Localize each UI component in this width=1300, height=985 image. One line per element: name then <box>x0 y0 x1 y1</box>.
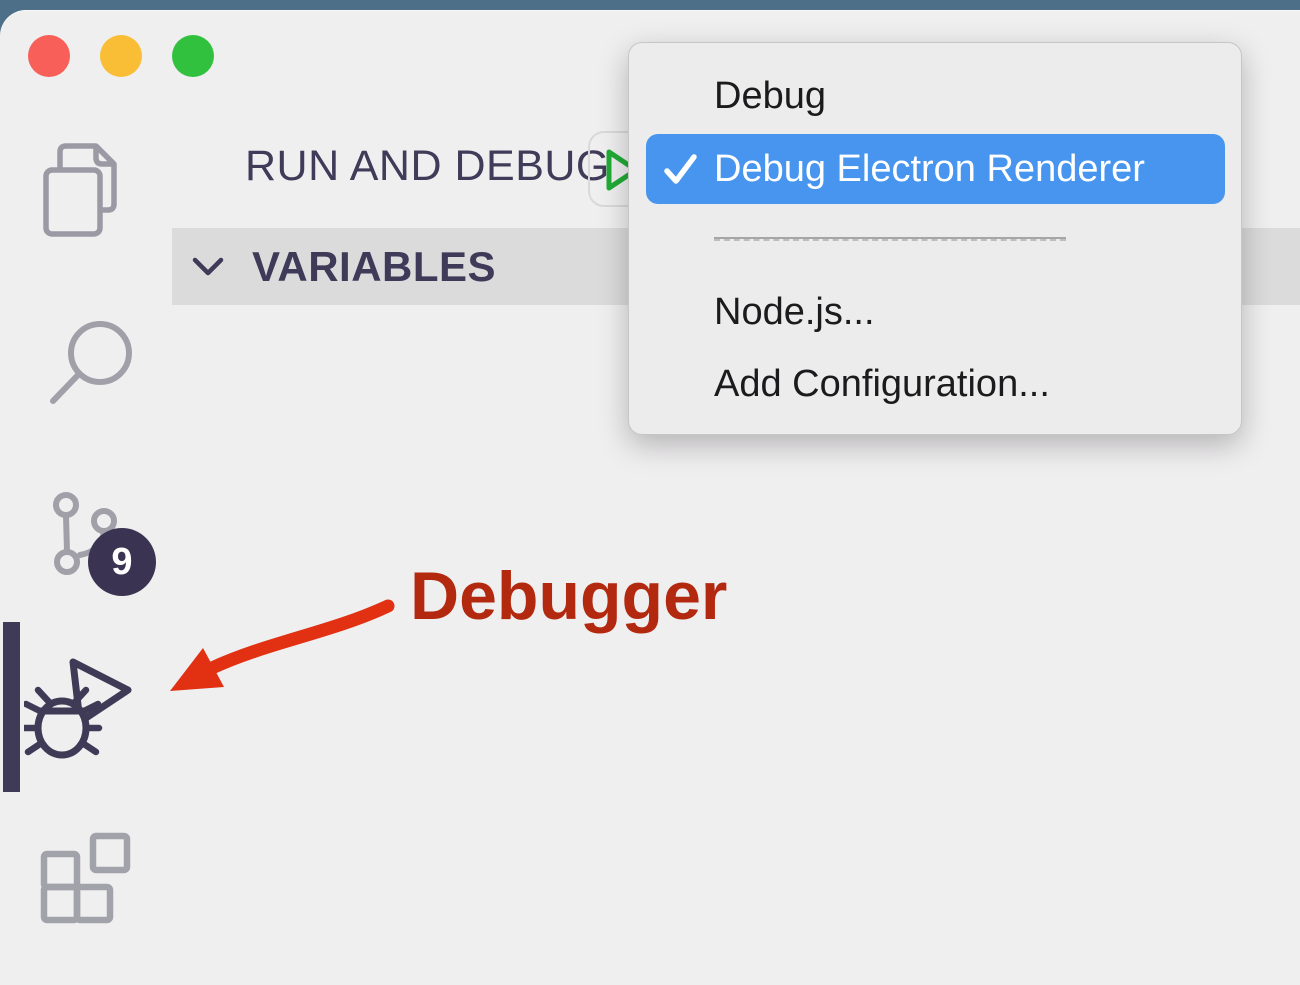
debug-configuration-menu: Debug Debug Electron Renderer Node.js...… <box>628 42 1242 435</box>
menu-item-label: Add Configuration... <box>714 362 1050 405</box>
extensions-icon[interactable] <box>36 828 136 928</box>
annotation-arrow <box>170 599 395 691</box>
menu-item-debug-electron-renderer[interactable]: Debug Electron Renderer <box>646 134 1225 204</box>
zoom-button[interactable] <box>172 35 214 77</box>
menu-item-add-configuration[interactable]: Add Configuration... <box>629 362 1241 406</box>
play-icon[interactable] <box>602 146 642 194</box>
menu-separator <box>714 237 1066 241</box>
close-button[interactable] <box>28 35 70 77</box>
run-and-debug-icon[interactable] <box>24 640 156 760</box>
menu-item-label: Node.js... <box>714 290 875 333</box>
annotation-label: Debugger <box>410 558 728 634</box>
active-view-indicator <box>3 622 20 792</box>
chevron-down-icon <box>192 257 224 275</box>
menu-item-nodejs[interactable]: Node.js... <box>629 290 1241 334</box>
variables-section-label: VARIABLES <box>252 242 497 290</box>
explorer-icon[interactable] <box>38 142 122 238</box>
checkmark-icon <box>664 154 697 184</box>
menu-item-label: Debug Electron Renderer <box>714 147 1145 190</box>
menu-item-label: Debug <box>714 74 826 117</box>
source-control-badge: 9 <box>88 528 156 596</box>
minimize-button[interactable] <box>100 35 142 77</box>
menu-item-debug[interactable]: Debug <box>629 74 1241 118</box>
search-icon[interactable] <box>45 315 140 410</box>
panel-title: RUN AND DEBUG <box>245 142 610 190</box>
